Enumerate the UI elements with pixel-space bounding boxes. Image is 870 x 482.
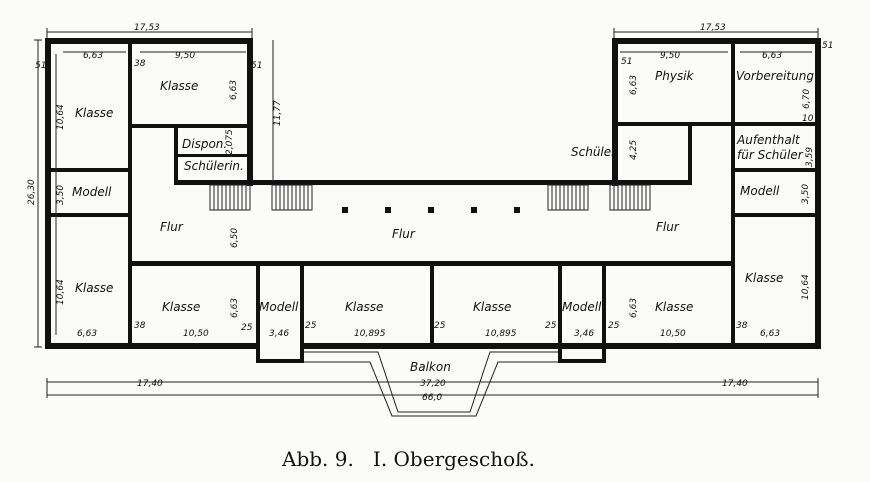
figure-caption: Abb. 9. I. Obergeschoß. [281,447,535,471]
dim-label: 10 [802,114,814,124]
dim-label: 10,64 [56,104,66,130]
dim-label: 10,895 [354,329,386,339]
dim-label: 25 [305,321,317,331]
dim-label: 6,50 [230,228,240,248]
walls [45,38,821,363]
room-label: Flur [656,220,680,234]
room-label: Schülerin. [184,159,244,173]
dim-label: 38 [134,321,146,331]
dim-label: 17,40 [722,379,748,389]
dim-label: 9,50 [660,51,680,61]
dim-label: 6,63 [629,75,639,95]
dimension-lines [34,28,819,398]
dim-label: 6,63 [77,329,97,339]
dim-label: 25 [241,323,253,333]
room-label: Vorbereitung [736,69,814,83]
dim-label: 51 [251,61,262,71]
room-label: Modell [72,185,112,199]
room-labels: Klasse Klasse Dispon. Schülerin. Modell … [72,69,814,374]
dim-label: 4,25 [629,140,639,160]
dim-label: 6,63 [229,80,239,100]
room-label: Klasse [473,300,511,314]
dim-label: 3,50 [801,184,811,204]
room-label: Balkon [410,360,451,374]
dim-label: 17,40 [137,379,163,389]
room-label: Klasse [75,281,113,295]
room-label: für Schüler [737,148,804,162]
dim-label: 25 [608,321,620,331]
dim-label: 3,50 [56,185,66,205]
room-label: Dispon. [182,137,227,151]
room-label: Flur [392,227,416,241]
room-label: Klasse [75,106,113,120]
room-label: Flur [160,220,184,234]
room-label: Aufenthalt [736,133,801,147]
room-label: Schüler [571,145,617,159]
dim-label: 37,20 [420,379,446,389]
dim-label: 3,59 [805,147,815,167]
dim-label: 66,0 [422,393,442,403]
columns [342,207,520,213]
room-label: Modell [740,184,780,198]
room-label: Klasse [162,300,200,314]
dim-label: 10,50 [660,329,686,339]
dimension-labels: 17,53 17,53 6,63 9,50 9,50 6,63 51 51 51… [27,23,833,403]
dim-label: 17,53 [700,23,726,33]
dim-label: 10,64 [56,279,66,305]
dim-label: 6,63 [83,51,103,61]
dim-label: 3,46 [574,329,594,339]
dim-label: 6,63 [629,298,639,318]
dim-label: 11,77 [273,100,283,126]
dim-label: 6,63 [760,329,780,339]
dim-label: 38 [736,321,748,331]
room-label: Modell [562,300,602,314]
dim-label: 51 [35,61,46,71]
room-label: Klasse [160,79,198,93]
room-label: Modell [259,300,299,314]
dim-label: 10,50 [183,329,209,339]
dim-label: 10,895 [485,329,517,339]
dim-label: 9,50 [175,51,195,61]
dim-label: 6,63 [762,51,782,61]
dim-label: 26,30 [27,179,37,205]
dim-label: 17,53 [134,23,160,33]
dim-label: 10,64 [801,274,811,300]
balcony [304,351,558,417]
dim-label: 51 [621,57,632,67]
room-label: Physik [655,69,695,83]
room-label: Klasse [345,300,383,314]
dim-label: 3,46 [269,329,289,339]
room-label: Klasse [745,271,783,285]
dim-label: 38 [134,59,146,69]
dim-label: 2,075 [225,129,235,155]
dim-label: 25 [545,321,557,331]
dim-label: 25 [434,321,446,331]
room-label: Klasse [655,300,693,314]
dim-label: 51 [822,41,833,51]
dim-label: 6,70 [802,89,812,109]
dim-label: 6,63 [230,298,240,318]
stairs [209,184,651,211]
